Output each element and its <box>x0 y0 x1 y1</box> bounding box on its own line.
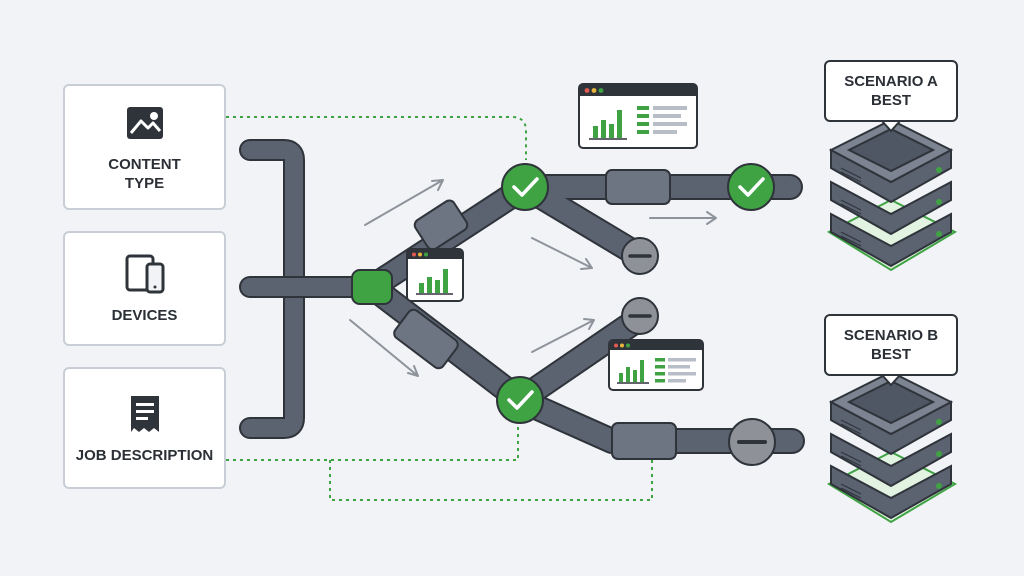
scenario-b-callout: SCENARIO B BEST <box>824 314 958 376</box>
document-icon <box>130 395 159 432</box>
check-nodes <box>496 163 775 424</box>
card-label: JOB DESCRIPTION <box>75 446 214 464</box>
callout-b-pointer <box>881 374 901 387</box>
scenario-a-callout: SCENARIO A BEST <box>824 60 958 122</box>
arrow-3 <box>649 211 717 225</box>
dashboard-window-top <box>578 83 698 149</box>
dashboard-window-small <box>406 248 464 302</box>
check-icon <box>727 163 775 211</box>
devices-icon <box>125 254 164 294</box>
image-icon <box>126 107 163 139</box>
minus-icon <box>621 237 659 275</box>
arrow-4 <box>349 319 419 377</box>
direction-arrows <box>349 179 717 377</box>
check-icon <box>496 376 544 424</box>
input-card-devices: DEVICES <box>63 231 226 346</box>
callout-a-pointer <box>881 120 901 133</box>
input-card-content-type: CONTENT TYPE <box>63 84 226 210</box>
connector-content-type <box>226 116 527 160</box>
input-bracket <box>239 139 371 439</box>
green-joint <box>351 269 393 305</box>
dashboard-window-bottom <box>608 339 704 391</box>
input-card-job-description: JOB DESCRIPTION <box>63 367 226 489</box>
arrow-5 <box>531 318 595 353</box>
arrow-1 <box>364 179 444 226</box>
minus-nodes <box>621 237 776 466</box>
minus-icon <box>621 297 659 335</box>
scenario-a-label: SCENARIO A BEST <box>844 73 938 109</box>
scenario-b-label: SCENARIO B BEST <box>843 327 939 363</box>
card-label: CONTENT TYPE <box>108 156 181 192</box>
server-stack-icon <box>826 370 958 524</box>
card-label: DEVICES <box>111 307 178 324</box>
connector-job-loop <box>329 460 653 501</box>
arrow-2 <box>531 237 593 270</box>
check-icon <box>501 163 549 211</box>
dotted-connectors <box>226 116 653 501</box>
pipe-couplings <box>393 169 677 460</box>
minus-icon <box>728 418 776 466</box>
server-stack-icon <box>826 118 958 272</box>
